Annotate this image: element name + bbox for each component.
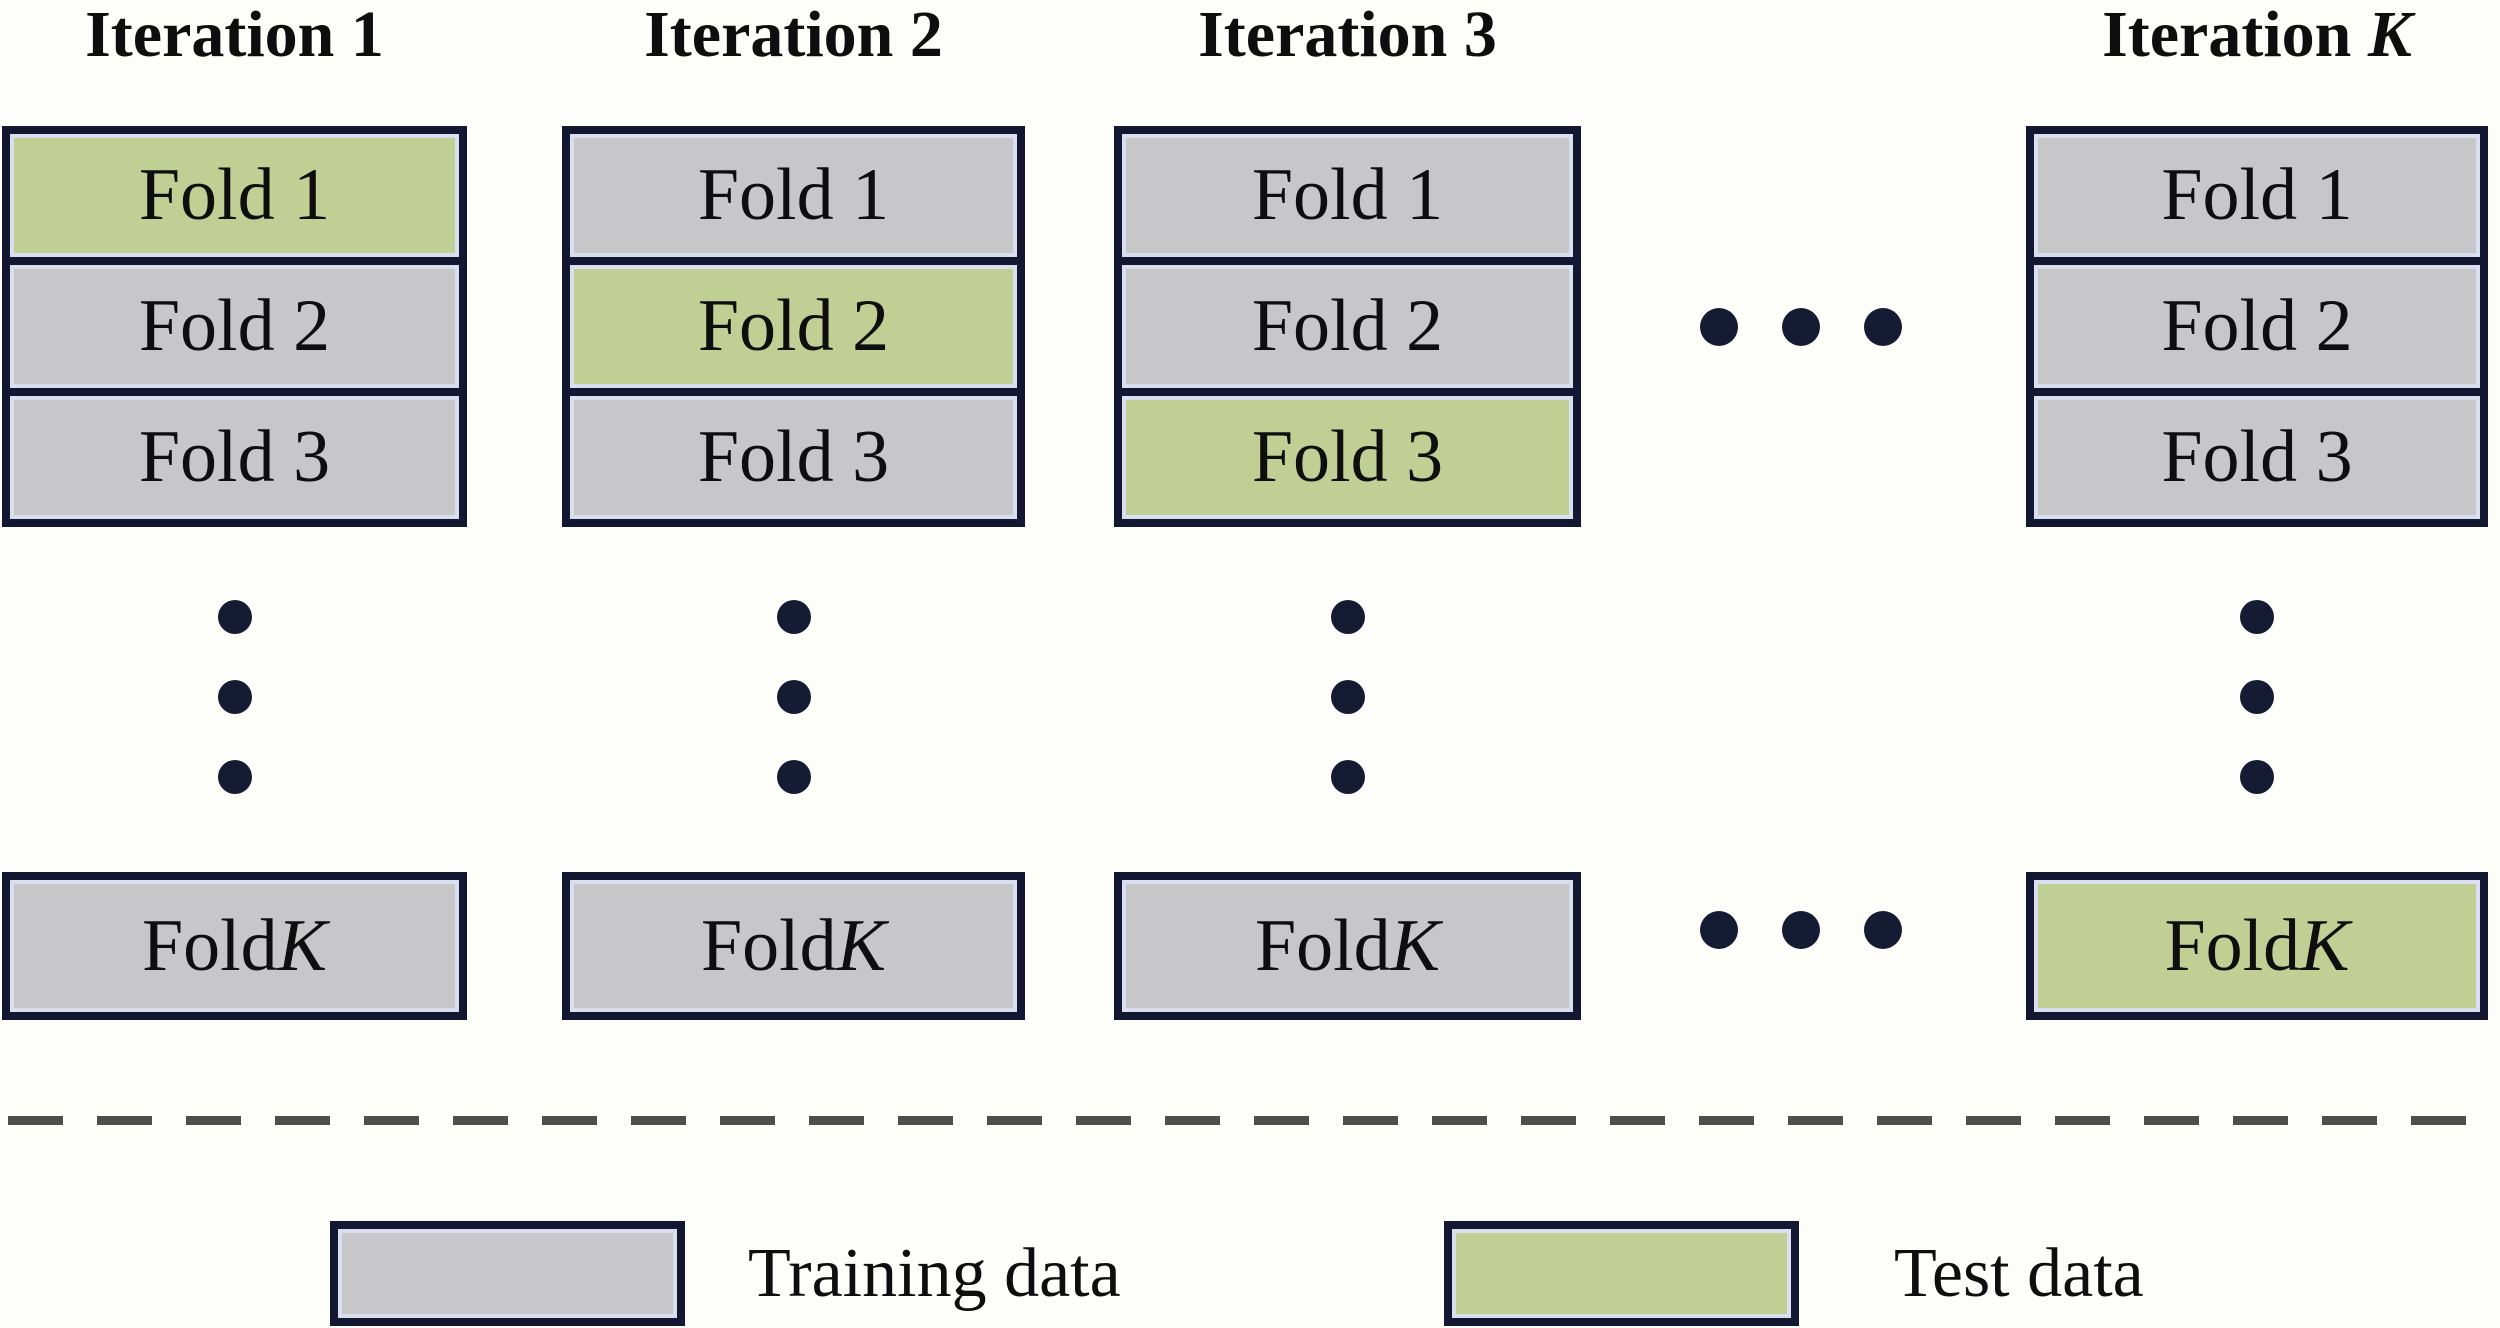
dot-icon <box>1330 760 1365 794</box>
fold-label-text: Fold <box>700 904 837 987</box>
fold-label-text: Fold 2 <box>1251 285 1444 367</box>
fold-label-italic: K <box>2300 904 2350 987</box>
fold-label-italic: K <box>1390 904 1441 987</box>
fold-cell-2: Fold 2 <box>570 257 1017 388</box>
dot-icon <box>1864 308 1902 346</box>
iteration-column-2: Iteration 2 Fold 1 Fold 2 Fold 3 Fold K <box>562 0 1025 1328</box>
vertical-ellipsis-icon <box>217 600 252 794</box>
vertical-ellipsis-icon <box>2240 600 2274 794</box>
dot-icon <box>1700 308 1738 346</box>
fold-cell-3: Fold 3 <box>10 388 459 519</box>
fold-label-text: Fold 1 <box>697 154 890 236</box>
dot-icon <box>217 760 252 794</box>
horizontal-ellipsis-icon-top <box>1700 308 1902 346</box>
dot-icon <box>1782 308 1820 346</box>
fold-stack: Fold 1 Fold 2 Fold 3 <box>2026 126 2488 527</box>
dot-icon <box>217 680 252 714</box>
dot-icon <box>1330 600 1365 634</box>
fold-label-text: Fold 1 <box>138 154 331 236</box>
training-data-swatch <box>330 1221 685 1326</box>
fold-label-text: Fold 3 <box>138 416 331 498</box>
dot-icon <box>2240 680 2274 714</box>
fold-cell-2: Fold 2 <box>10 257 459 388</box>
fold-label-text: Fold <box>1254 904 1391 987</box>
dot-icon <box>776 600 811 634</box>
fold-cell-3: Fold 3 <box>570 388 1017 519</box>
dot-icon <box>217 600 252 634</box>
dot-icon <box>2240 600 2274 634</box>
dashed-separator-line <box>8 1116 2490 1125</box>
fold-cell-2: Fold 2 <box>1122 257 1573 388</box>
legend: Training data Test data <box>0 1221 2500 1328</box>
test-data-swatch <box>1444 1221 1799 1326</box>
fold-cell-1: Fold 1 <box>1122 134 1573 257</box>
iteration-title: Iteration 3 <box>1114 0 1581 70</box>
fold-cell-3: Fold 3 <box>1122 388 1573 519</box>
fold-cell-1: Fold 1 <box>570 134 1017 257</box>
fold-label-text: Fold 3 <box>1251 416 1444 498</box>
fold-label-text: Fold 2 <box>697 285 890 367</box>
fold-label-text: Fold <box>2164 904 2301 987</box>
dot-icon <box>776 760 811 794</box>
fold-cell-K: Fold K <box>1114 872 1581 1020</box>
vertical-ellipsis-icon <box>776 600 811 794</box>
fold-label-text: Fold 3 <box>2161 416 2353 498</box>
fold-label-text: Fold 1 <box>1251 154 1444 236</box>
fold-stack: Fold 1 Fold 2 Fold 3 <box>2 126 467 527</box>
fold-label-text: Fold 1 <box>2161 154 2353 236</box>
iteration-title-text: Iteration 2 <box>644 0 943 71</box>
dot-icon <box>776 680 811 714</box>
fold-label-italic: K <box>836 904 887 987</box>
dot-icon <box>1330 680 1365 714</box>
fold-label-text: Fold 2 <box>2161 285 2353 367</box>
fold-cell-K: Fold K <box>562 872 1025 1020</box>
fold-cell-K: Fold K <box>2026 872 2488 1020</box>
fold-cell-K: Fold K <box>2 872 467 1020</box>
dot-icon <box>2240 760 2274 794</box>
iteration-title: Iteration 2 <box>562 0 1025 70</box>
fold-label-italic: K <box>277 904 328 987</box>
dot-icon <box>1700 911 1738 949</box>
training-data-label: Training data <box>748 1235 1121 1312</box>
iteration-title: Iteration K <box>2026 0 2488 70</box>
fold-stack: Fold 1 Fold 2 Fold 3 <box>1114 126 1581 527</box>
fold-cell-2: Fold 2 <box>2034 257 2480 388</box>
vertical-ellipsis-icon <box>1330 600 1365 794</box>
iteration-title-text: Iteration 3 <box>1198 0 1497 71</box>
iteration-column-1: Iteration 1 Fold 1 Fold 2 Fold 3 Fold K <box>2 0 467 1328</box>
fold-label-text: Fold 2 <box>138 285 331 367</box>
fold-cell-1: Fold 1 <box>2034 134 2480 257</box>
fold-stack: Fold 1 Fold 2 Fold 3 <box>562 126 1025 527</box>
iteration-title-text: Iteration <box>2102 0 2368 71</box>
horizontal-ellipsis-icon-bottom <box>1700 911 1902 949</box>
iteration-title: Iteration 1 <box>2 0 467 70</box>
dot-icon <box>1864 911 1902 949</box>
fold-label-text: Fold <box>141 904 278 987</box>
iteration-column-4: Iteration K Fold 1 Fold 2 Fold 3 Fold K <box>2026 0 2488 1328</box>
iteration-title-text: Iteration 1 <box>85 0 384 71</box>
test-data-label: Test data <box>1894 1235 2144 1312</box>
iteration-column-3: Iteration 3 Fold 1 Fold 2 Fold 3 Fold K <box>1114 0 1581 1328</box>
iteration-title-italic-suffix: K <box>2367 0 2412 71</box>
fold-label-text: Fold 3 <box>697 416 890 498</box>
dot-icon <box>1782 911 1820 949</box>
fold-cell-1: Fold 1 <box>10 134 459 257</box>
fold-cell-3: Fold 3 <box>2034 388 2480 519</box>
